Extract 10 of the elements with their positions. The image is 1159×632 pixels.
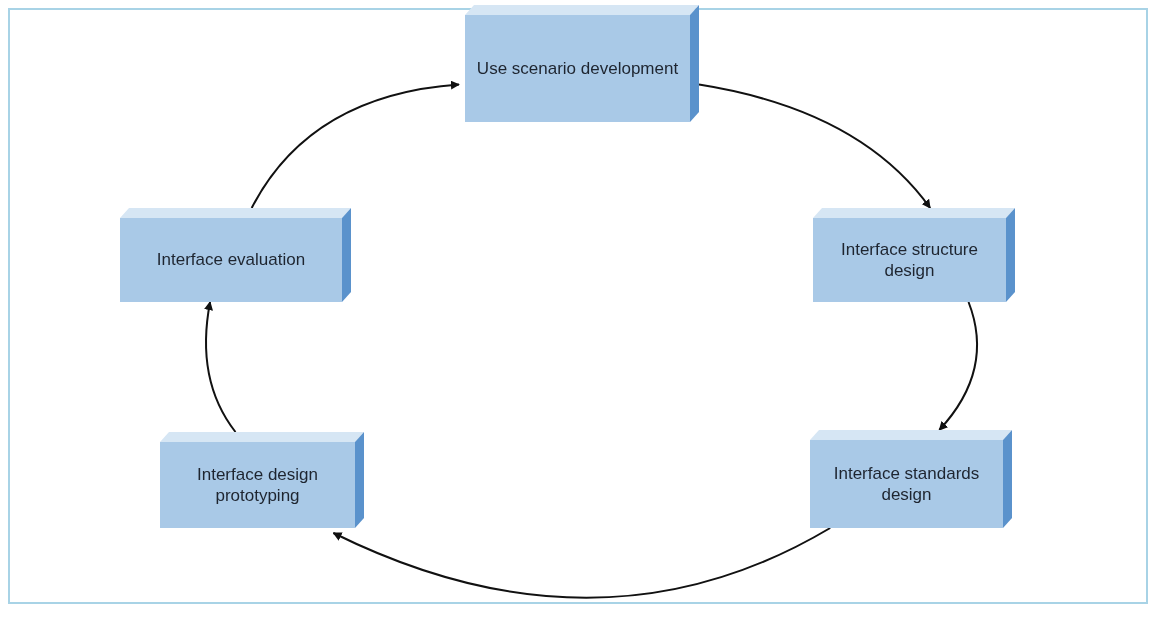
curved-arrow [698, 83, 932, 209]
box-label: Interface structure design [840, 238, 979, 282]
box-label: Interface standards design [832, 462, 981, 506]
curved-arrow [938, 301, 979, 431]
curved-arrow [332, 527, 832, 599]
box-label: Use scenario development [476, 57, 679, 80]
curved-arrow [250, 80, 460, 209]
box-label: Interface design prototyping [196, 463, 319, 507]
box-label: Interface evaluation [156, 249, 306, 271]
curved-arrow [204, 301, 237, 433]
